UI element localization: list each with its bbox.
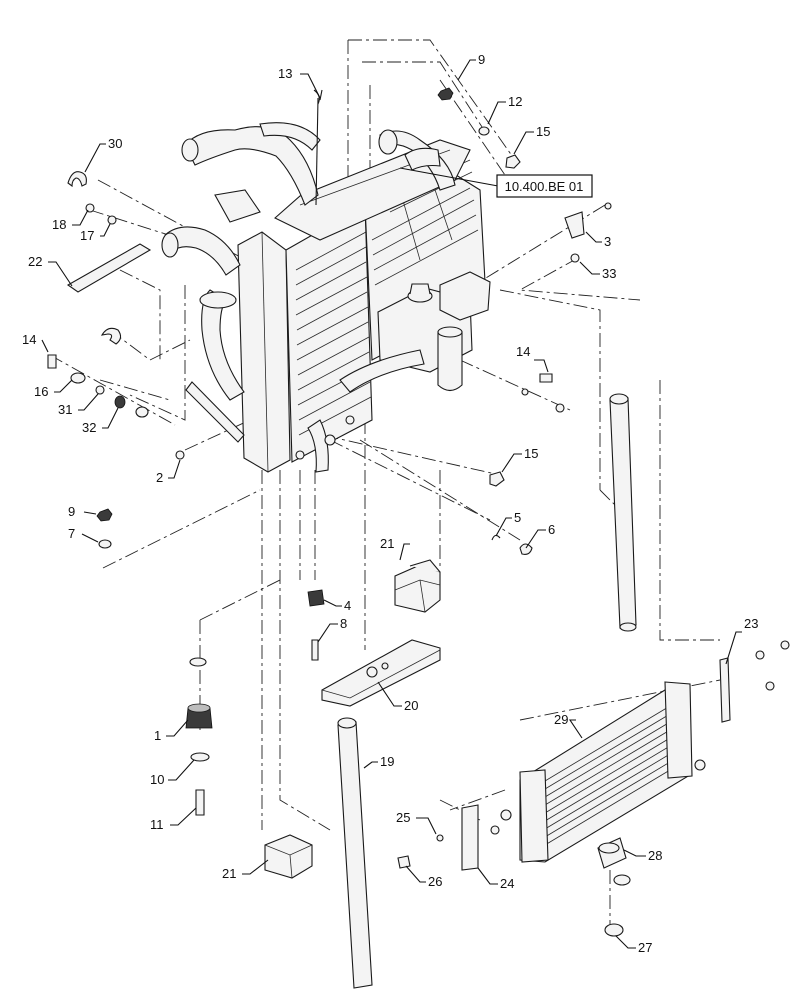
callout-18: 18 [52,217,66,232]
callout-23: 23 [744,616,758,631]
callout-1: 1 [154,728,161,743]
callout-21-upper: 21 [380,536,394,551]
callout-15-lower: 15 [524,446,538,461]
bracket-20 [321,639,441,707]
bracket-23 [719,640,790,723]
callout-17: 17 [80,228,94,243]
mount-block-21-upper [394,559,441,613]
clamp-27 [604,874,631,937]
callout-4: 4 [344,598,351,613]
cooling-module-assembly [161,89,491,473]
callout-6: 6 [548,522,555,537]
callout-10: 10 [150,772,164,787]
callout-9-left: 9 [68,504,75,519]
callout-19: 19 [380,754,394,769]
callout-33: 33 [602,266,616,281]
callout-3: 3 [604,234,611,249]
callout-14-right: 14 [516,344,530,359]
callout-30: 30 [108,136,122,151]
callout-14-left: 14 [22,332,36,347]
callout-29: 29 [554,712,568,727]
callout-8: 8 [340,616,347,631]
reference-label: 10.400.BE 01 [505,179,584,194]
callout-9-top: 9 [478,52,485,67]
callout-32: 32 [82,420,96,435]
callout-24: 24 [500,876,514,891]
fasteners [47,87,612,869]
callout-16: 16 [34,384,48,399]
oil-cooler-29 [500,681,706,863]
callout-13: 13 [278,66,292,81]
callout-5: 5 [514,510,521,525]
callout-20: 20 [404,698,418,713]
hose-28 [597,837,627,869]
reference-callout[interactable]: 10.400.BE 01 [399,167,593,198]
callout-27: 27 [638,940,652,955]
callout-28: 28 [648,848,662,863]
callout-11: 11 [150,817,164,832]
hose-19 [337,717,373,989]
callout-25: 25 [396,810,410,825]
callout-21-lower: 21 [222,866,236,881]
callout-numbers: 9 12 15 13 30 18 17 22 14 16 31 32 2 3 3… [22,52,758,955]
callout-7: 7 [68,526,75,541]
hose-right [609,393,637,632]
callout-15-top: 15 [536,124,550,139]
callout-22: 22 [28,254,42,269]
bracket-24 [461,804,500,871]
callout-2: 2 [156,470,163,485]
callout-26: 26 [428,874,442,889]
mount-block-21-lower [264,834,313,879]
callout-12: 12 [508,94,522,109]
callout-leaders [41,59,742,949]
callout-31: 31 [58,402,72,417]
